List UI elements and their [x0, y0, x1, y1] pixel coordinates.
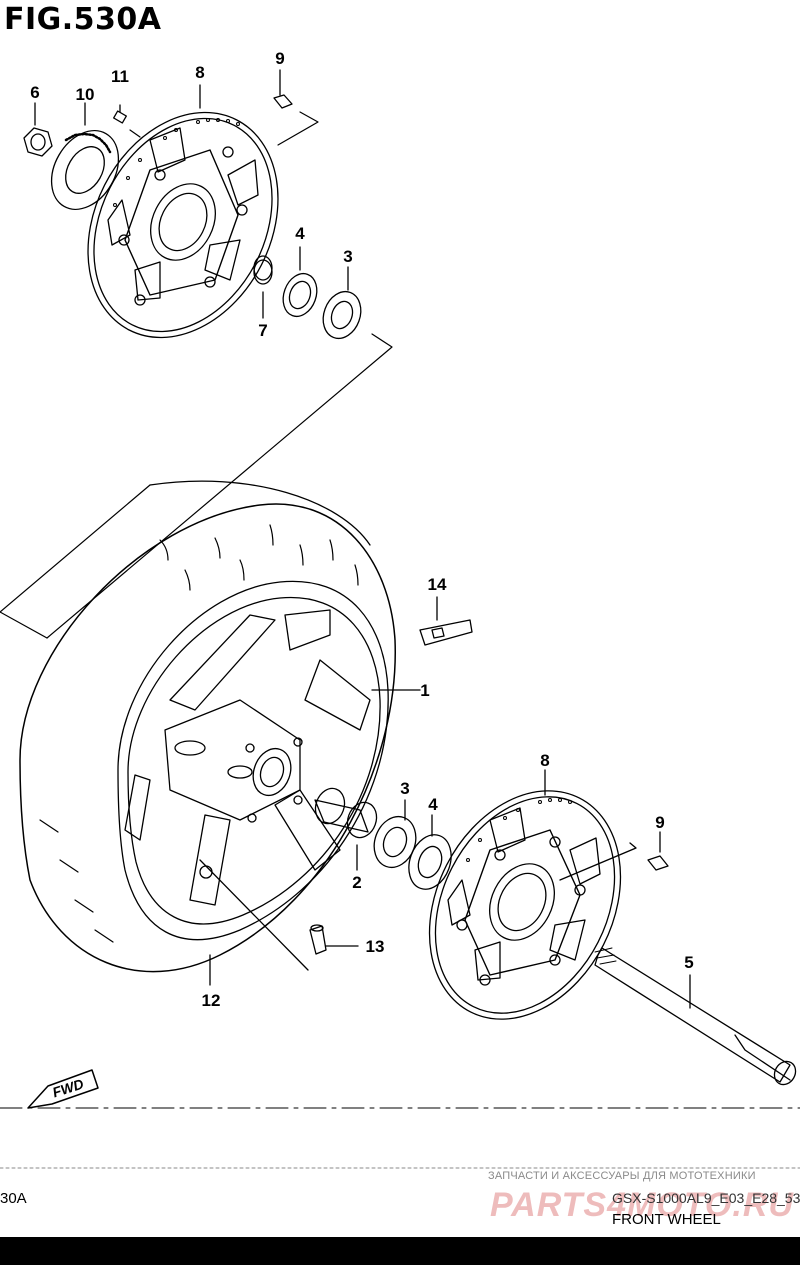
- callout-7: 7: [258, 321, 268, 340]
- lower-brake-disc: [428, 769, 637, 1020]
- balance-weight: [419, 596, 473, 646]
- upper-spacer-bearings: [253, 246, 362, 340]
- callout-8-lower: 8: [540, 751, 550, 770]
- wheel-hub: [164, 699, 303, 879]
- footer-divider: [0, 1107, 800, 1169]
- upper-brake-disc: [87, 111, 279, 339]
- watermark-tagline: ЗАПЧАСТИ И АКСЕССУАРЫ ДЛЯ МОТОТЕХНИКИ: [488, 1170, 756, 1182]
- footer-fig-code: 30A: [0, 1190, 27, 1207]
- front-wheel: [19, 480, 396, 973]
- bottom-black-bar: [0, 1237, 800, 1265]
- callout-4-upper: 4: [295, 224, 305, 243]
- callout-9-lower: 9: [655, 813, 665, 832]
- callout-8-upper: 8: [195, 63, 205, 82]
- callout-10: 10: [75, 85, 95, 104]
- callout-12: 12: [201, 991, 221, 1010]
- bolt-9-upper: [273, 69, 293, 109]
- figure-title: FIG.530A: [4, 2, 162, 37]
- callout-14: 14: [427, 575, 447, 594]
- footer-model-code: GSX-S1000AL9_E03_E28_53: [612, 1190, 800, 1206]
- callout-6: 6: [30, 83, 40, 102]
- bolt-9-lower: [647, 831, 669, 871]
- callout-3-lower: 3: [400, 779, 410, 798]
- callout-13: 13: [365, 937, 385, 956]
- tire-valve: [199, 859, 359, 971]
- fwd-arrow-icon: [27, 1069, 99, 1109]
- callout-3-upper: 3: [343, 247, 353, 266]
- callout-5: 5: [684, 953, 694, 972]
- callout-9-upper: 9: [275, 49, 285, 68]
- leader-lines: [34, 84, 421, 986]
- front-axle: [594, 947, 797, 1086]
- callout-2: 2: [352, 873, 362, 892]
- tire-tread: [39, 524, 359, 943]
- disc-vent-holes-top: [113, 118, 240, 207]
- lower-spacer-bearings: [314, 787, 452, 890]
- watermark-logo: PARTS4MOTO.RU: [490, 1186, 794, 1224]
- footer-part-name: FRONT WHEEL: [612, 1211, 721, 1228]
- sensor-ring: [50, 130, 120, 210]
- nut-part: [23, 127, 53, 157]
- wheel-spokes: [124, 609, 371, 906]
- callout-1: 1: [420, 681, 430, 700]
- disc-vent-holes-bottom: [466, 798, 572, 862]
- callout-4-lower: 4: [428, 795, 438, 814]
- bolt-11: [113, 104, 127, 124]
- callout-11: 11: [111, 67, 129, 86]
